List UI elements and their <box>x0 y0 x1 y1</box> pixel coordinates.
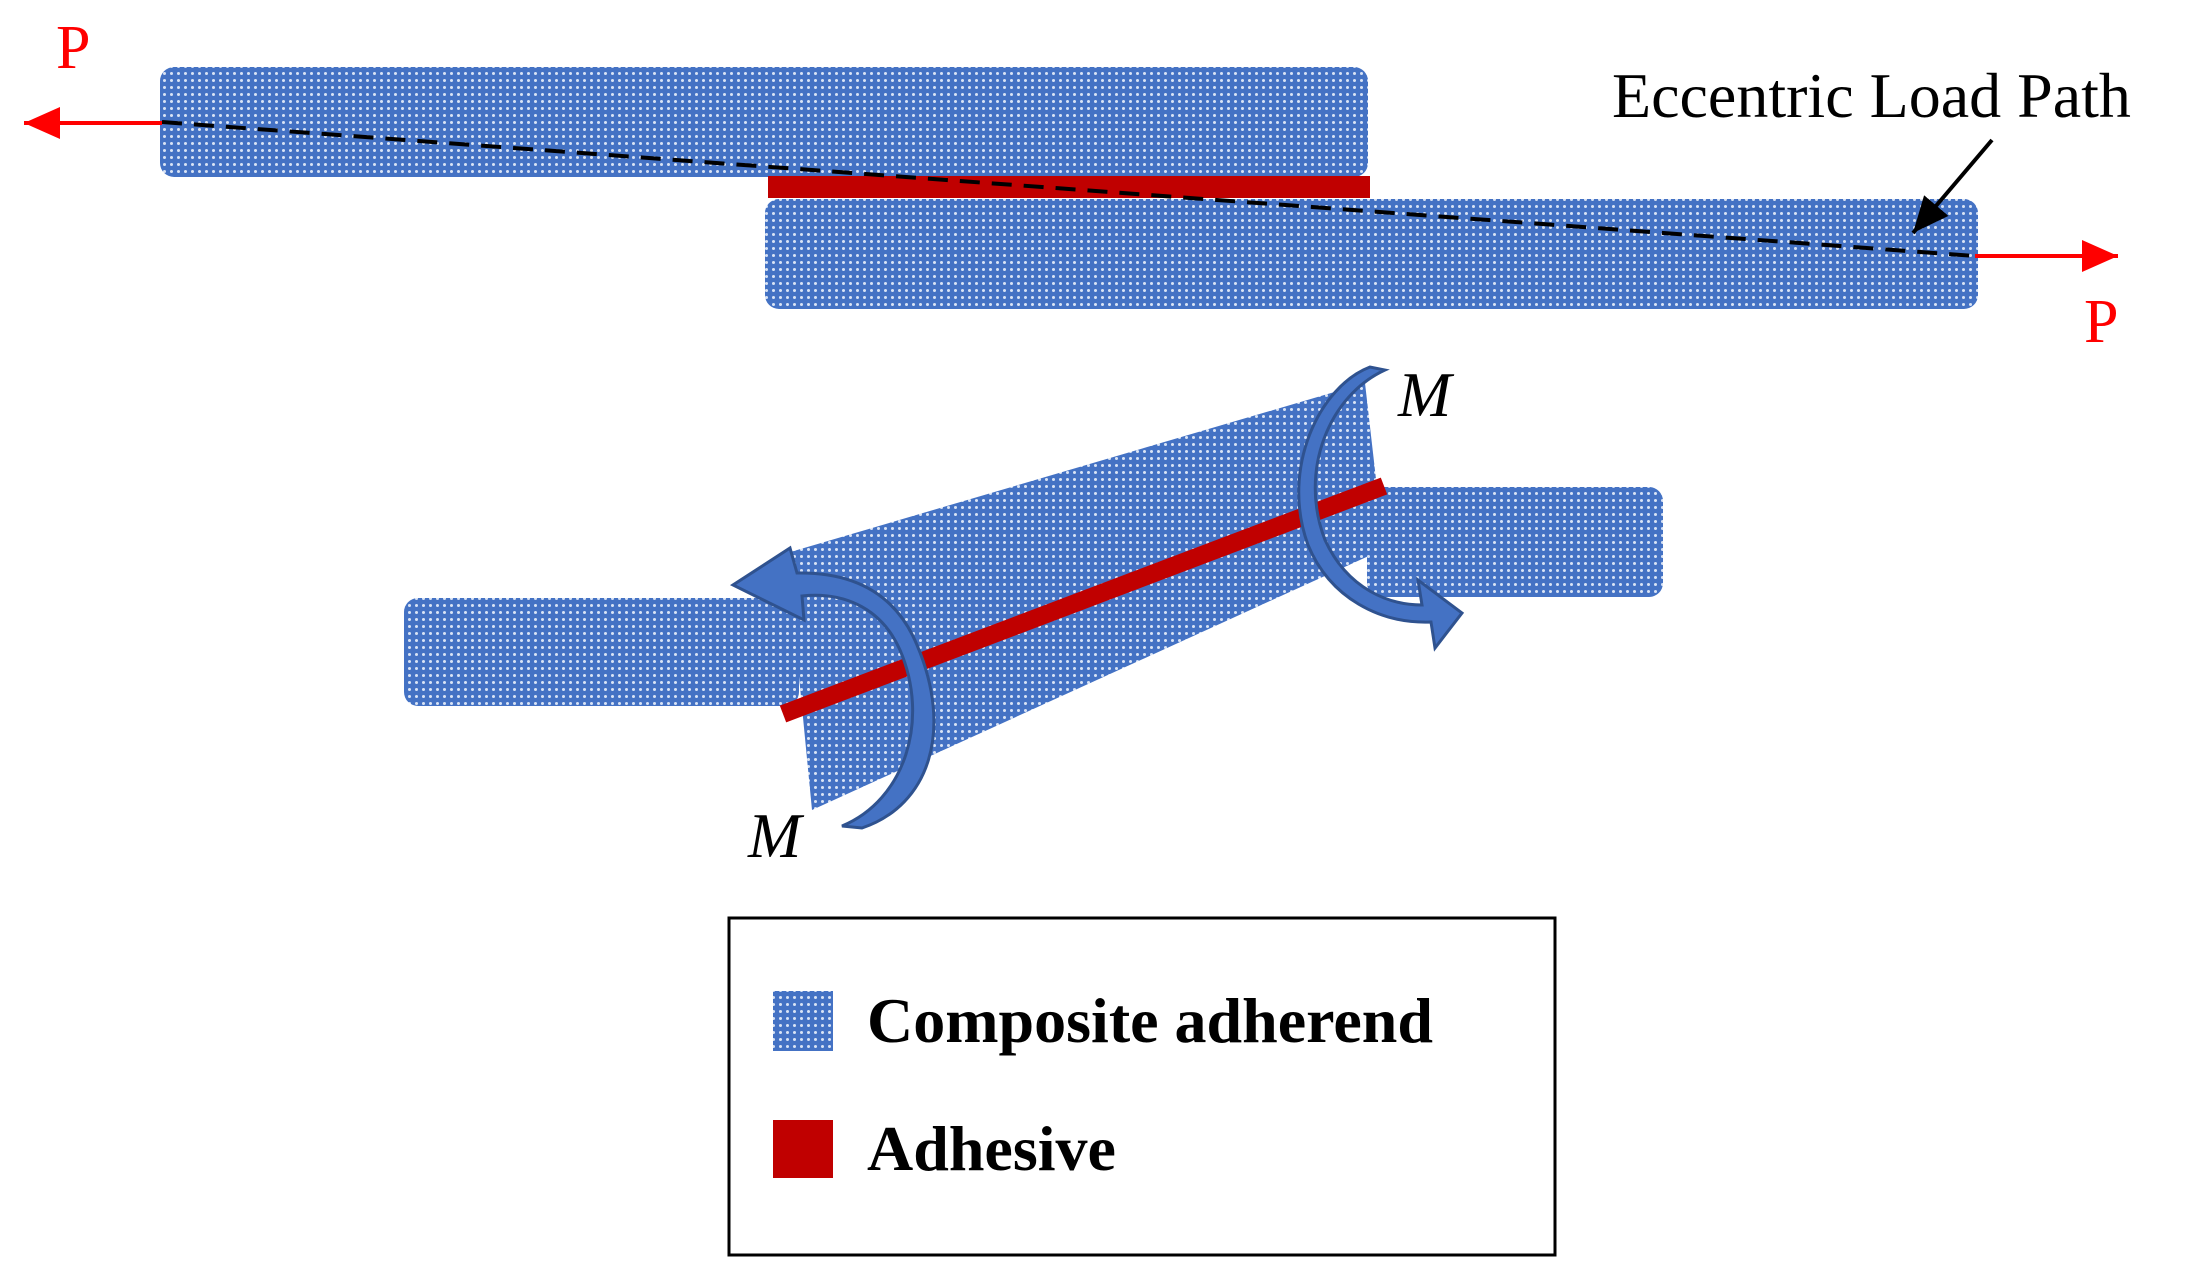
moment-arrow-left <box>729 545 936 830</box>
load-path-pointer-arrow <box>1911 138 1994 235</box>
legend-label-composite-adherend: Composite adherend <box>867 985 1433 1056</box>
eccentric-load-path-line <box>161 120 1976 258</box>
adhesive-layer <box>768 176 1370 198</box>
deformed-adhesive-layer <box>779 477 1388 723</box>
upper-adherend <box>160 67 1368 177</box>
undeformed-joint: P P Eccentric Load Path <box>24 14 2131 356</box>
legend-icon-composite-adherend <box>773 991 833 1051</box>
legend-label-adhesive: Adhesive <box>867 1113 1116 1184</box>
right-load-label: P <box>2084 288 2118 356</box>
legend-box <box>727 916 1557 1257</box>
load-path-label: Eccentric Load Path <box>1612 60 2131 131</box>
moment-label-bottom: M <box>747 800 805 871</box>
deformed-right-adherend <box>1367 487 1663 597</box>
moment-label-top: M <box>1397 359 1455 430</box>
moment-arrow-right <box>1297 365 1465 652</box>
legend-icon-adhesive <box>773 1120 833 1178</box>
legend: Composite adherend Adhesive <box>727 916 1557 1257</box>
deformed-left-adherend <box>404 598 799 706</box>
deformed-joint: M M <box>404 359 1663 871</box>
lower-adherend <box>765 199 1978 309</box>
left-load-label: P <box>56 14 90 82</box>
